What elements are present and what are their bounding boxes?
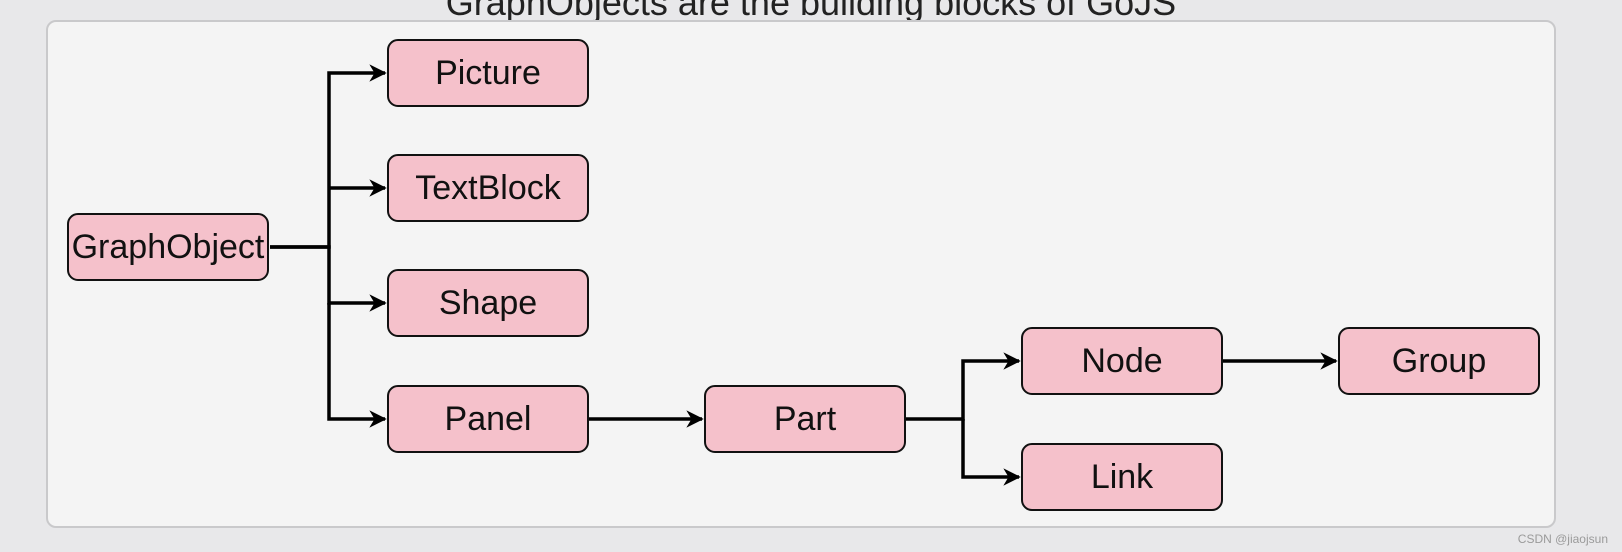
edge-part-node: [906, 352, 1021, 421]
node-link: Link: [1021, 443, 1223, 511]
node-panel: Panel: [387, 385, 589, 453]
node-graphobject: GraphObject: [67, 213, 269, 281]
node-node: Node: [1021, 327, 1223, 395]
edge-graphobject-panel: [327, 303, 387, 428]
diagram-title: GraphObjects are the building blocks of …: [445, 0, 1177, 23]
edge-graphobject-shape: [270, 245, 387, 312]
edge-graphobject-picture: [270, 64, 387, 249]
node-part: Part: [704, 385, 906, 453]
edge-part-link: [961, 419, 1021, 486]
node-shape: Shape: [387, 269, 589, 337]
watermark: CSDN @jiaojsun: [1517, 532, 1608, 546]
node-picture: Picture: [387, 39, 589, 107]
node-textblock: TextBlock: [387, 154, 589, 222]
node-group: Group: [1338, 327, 1540, 395]
